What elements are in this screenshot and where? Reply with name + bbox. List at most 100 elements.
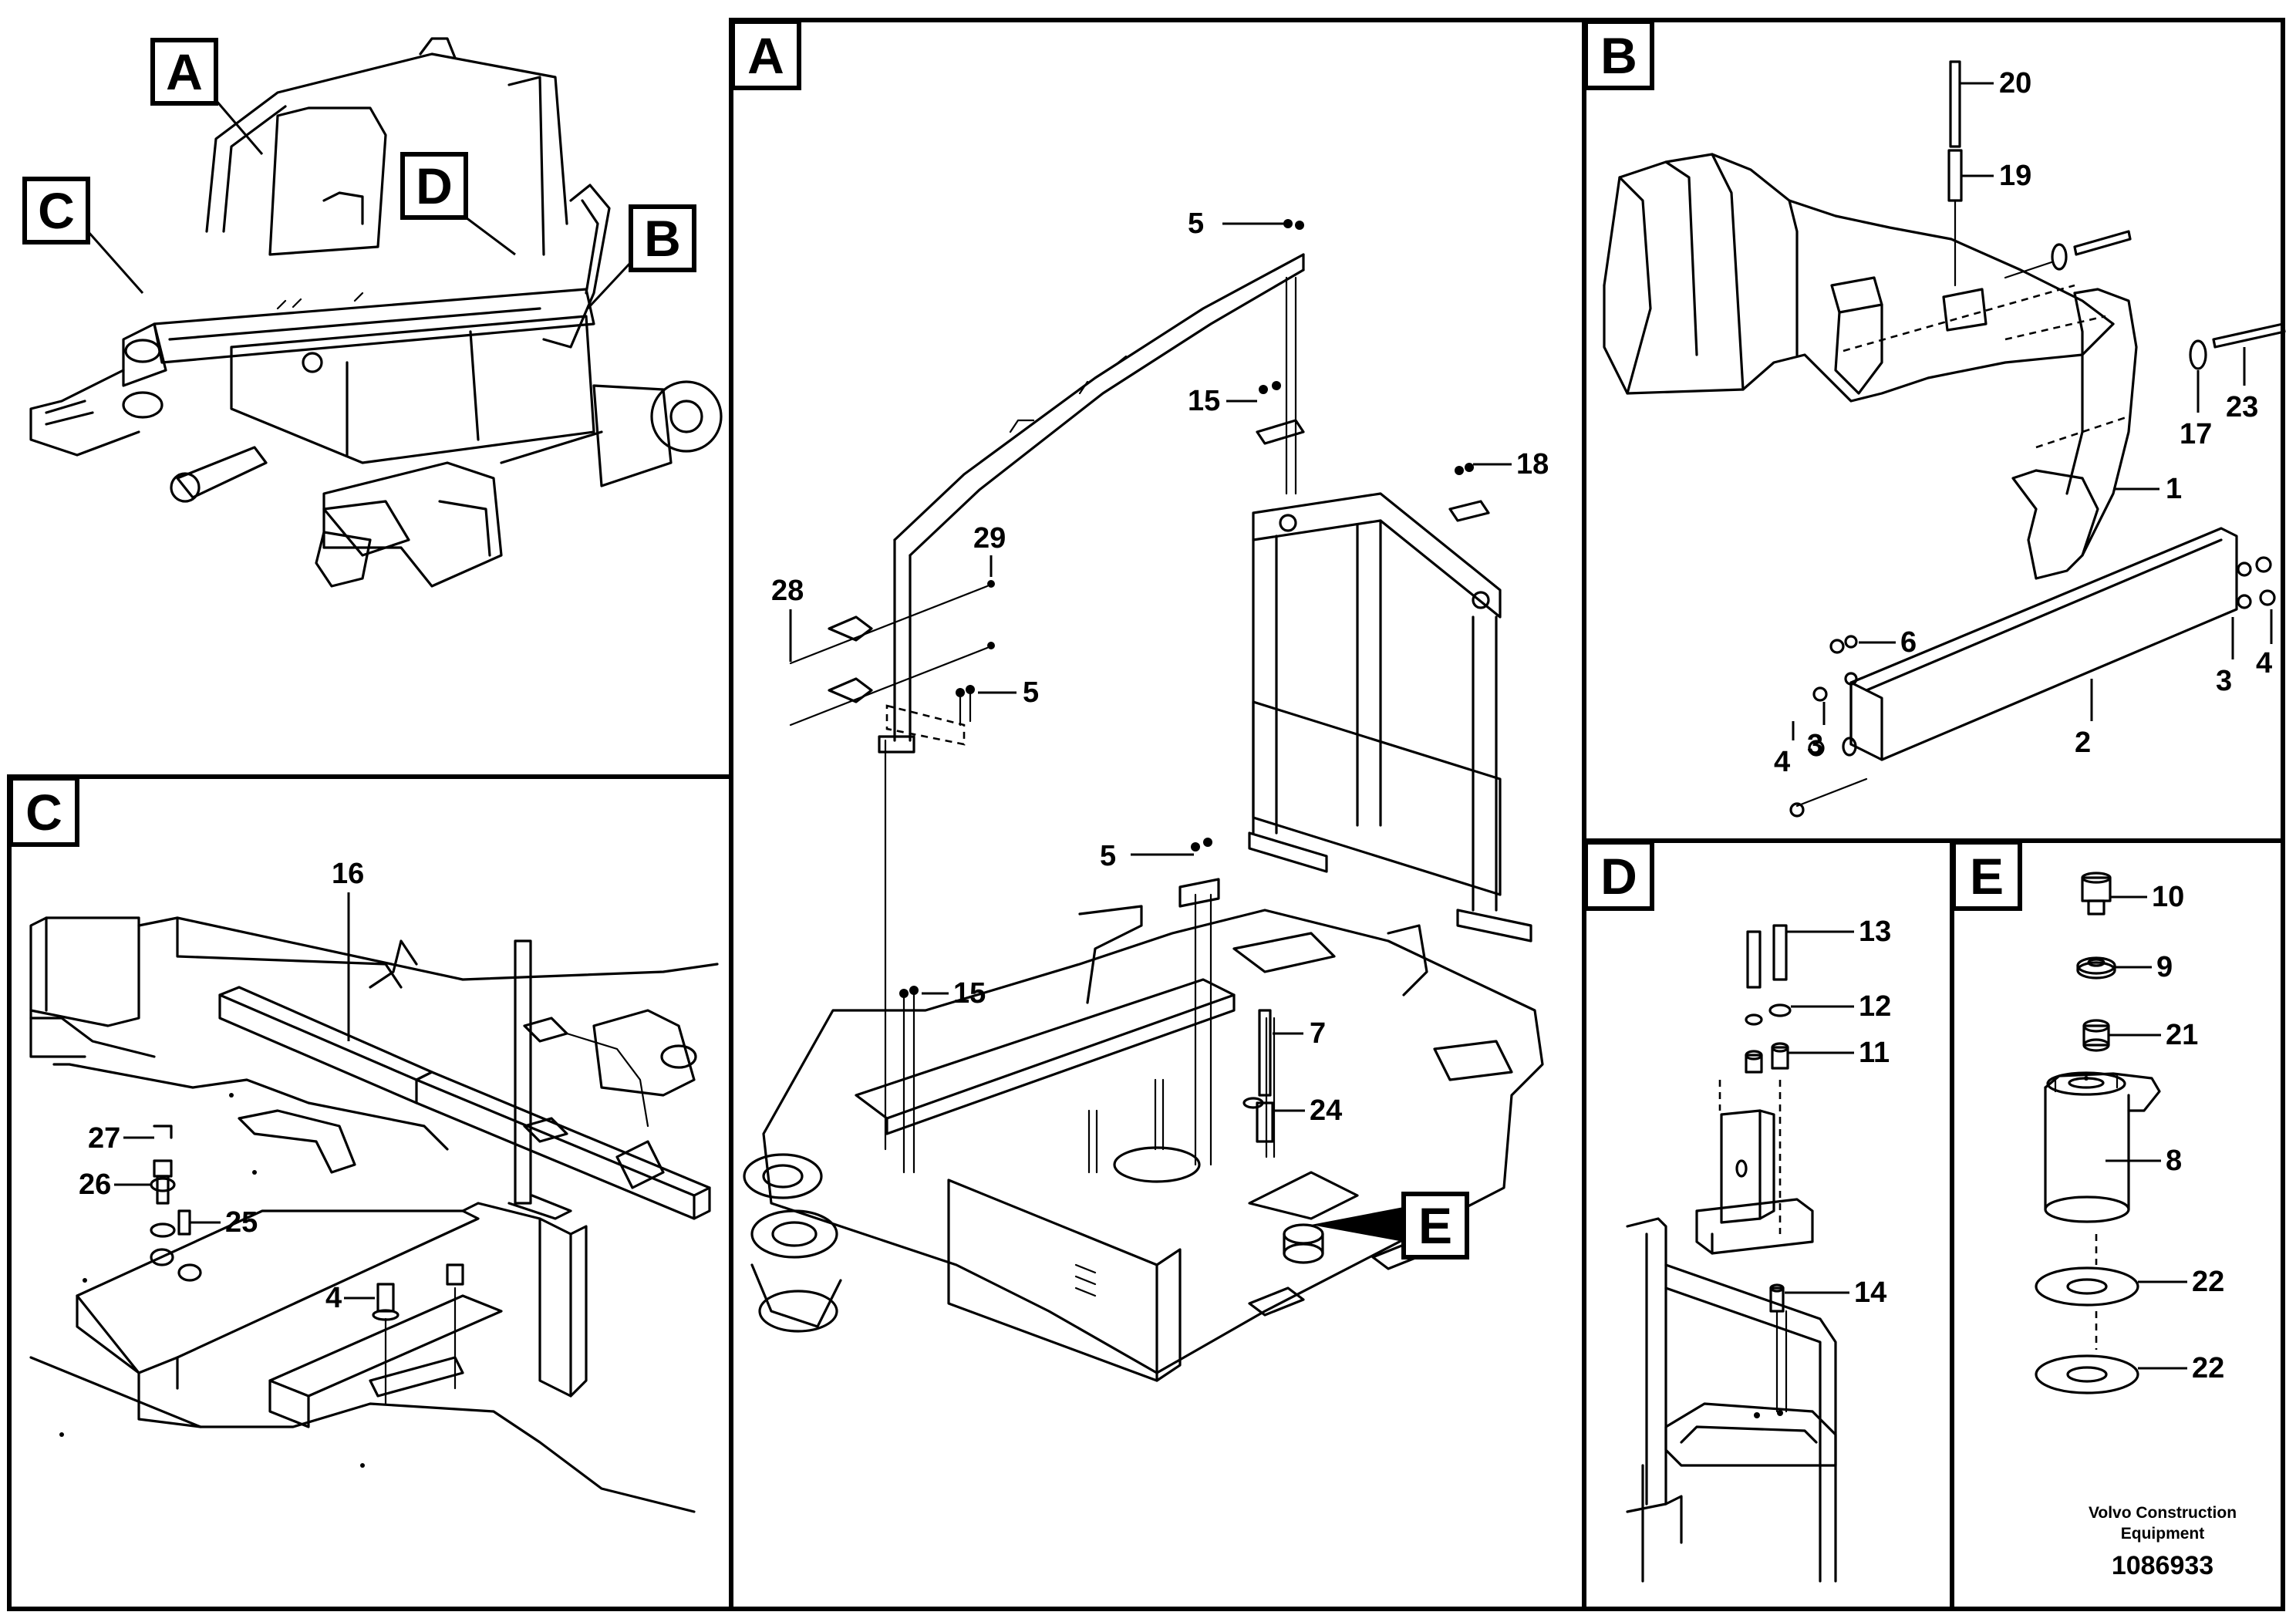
callout-e-8: 8 bbox=[2106, 1145, 2182, 1177]
svg-text:A: A bbox=[747, 27, 784, 84]
svg-text:23: 23 bbox=[2226, 391, 2258, 423]
callout-d-14: 14 bbox=[1785, 1276, 1886, 1309]
panel-b-frame bbox=[1582, 18, 2285, 843]
callout-a-5-low: 5 bbox=[1100, 838, 1220, 908]
callout-b-1: 1 bbox=[2113, 473, 2182, 505]
panel-d-drawing bbox=[1626, 924, 1837, 1583]
callout-b-19: 19 bbox=[1961, 160, 2031, 192]
credit-line-2: Equipment bbox=[2121, 1525, 2205, 1543]
svg-text:12: 12 bbox=[1859, 990, 1891, 1023]
panel-c-drawing bbox=[29, 916, 719, 1513]
callout-b-6: 6 bbox=[1829, 626, 1917, 659]
callout-b-17: 17 bbox=[2180, 370, 2212, 450]
svg-text:6: 6 bbox=[1900, 626, 1917, 659]
callout-d-12: 12 bbox=[1791, 990, 1891, 1023]
svg-text:19: 19 bbox=[1999, 160, 2031, 192]
panel-a-tag: A bbox=[730, 19, 801, 90]
callout-c-16: 16 bbox=[332, 858, 364, 1041]
panel-b-tag: B bbox=[1583, 19, 1654, 90]
svg-text:15: 15 bbox=[1188, 385, 1220, 417]
svg-text:4: 4 bbox=[325, 1282, 342, 1314]
callout-e-22-bottom: 22 bbox=[2138, 1352, 2224, 1384]
svg-text:1: 1 bbox=[2166, 473, 2182, 505]
svg-text:B: B bbox=[644, 210, 681, 267]
callout-b-20: 20 bbox=[1960, 67, 2031, 99]
svg-text:D: D bbox=[416, 157, 453, 214]
callout-c-4: 4 bbox=[325, 1282, 375, 1314]
credit-line-1: Volvo Construction bbox=[2089, 1504, 2237, 1522]
svg-text:9: 9 bbox=[2156, 951, 2173, 983]
panel-e-drawing bbox=[2035, 872, 2161, 1394]
panel-a-drawing bbox=[743, 253, 1544, 1382]
svg-text:C: C bbox=[38, 182, 75, 239]
overview-drawing bbox=[29, 37, 723, 588]
svg-text:22: 22 bbox=[2192, 1352, 2224, 1384]
svg-text:2: 2 bbox=[2075, 727, 2091, 759]
callout-a-15-top: 15 bbox=[1188, 381, 1281, 417]
callout-d-13: 13 bbox=[1786, 916, 1891, 948]
svg-text:27: 27 bbox=[88, 1122, 120, 1155]
svg-text:15: 15 bbox=[953, 977, 986, 1010]
callout-a-e-tag: E bbox=[1311, 1192, 1469, 1259]
callout-e-10: 10 bbox=[2110, 881, 2184, 913]
svg-text:C: C bbox=[25, 784, 62, 841]
callout-e-9: 9 bbox=[2115, 951, 2173, 983]
svg-text:18: 18 bbox=[1516, 448, 1549, 481]
svg-text:4: 4 bbox=[1774, 746, 1790, 778]
callout-a-24: 24 bbox=[1273, 1094, 1342, 1127]
callout-a-18: 18 bbox=[1455, 448, 1549, 481]
svg-text:4: 4 bbox=[2256, 647, 2272, 679]
svg-text:16: 16 bbox=[332, 858, 364, 890]
callout-a-29: 29 bbox=[973, 522, 1006, 577]
panel-d-frame bbox=[1582, 838, 1954, 1611]
panel-d-tag: D bbox=[1583, 840, 1654, 911]
callout-a-5-mid: 5 bbox=[956, 676, 1039, 727]
svg-text:20: 20 bbox=[1999, 67, 2031, 99]
callout-a-5-top: 5 bbox=[1188, 207, 1304, 240]
svg-text:24: 24 bbox=[1310, 1094, 1342, 1127]
callout-c-25: 25 bbox=[190, 1206, 258, 1239]
svg-text:3: 3 bbox=[2216, 665, 2232, 697]
svg-text:10: 10 bbox=[2152, 881, 2184, 913]
credit-block: Volvo Construction Equipment 1086933 bbox=[2089, 1504, 2237, 1580]
svg-text:13: 13 bbox=[1859, 916, 1891, 948]
callout-a-28: 28 bbox=[771, 575, 804, 662]
panel-e-tag: E bbox=[1951, 840, 2022, 911]
svg-text:5: 5 bbox=[1100, 840, 1116, 872]
svg-text:B: B bbox=[1600, 27, 1637, 84]
svg-text:11: 11 bbox=[1859, 1037, 1890, 1069]
svg-text:7: 7 bbox=[1310, 1017, 1326, 1050]
svg-text:5: 5 bbox=[1188, 207, 1204, 240]
callout-b-3-right: 3 bbox=[2216, 617, 2234, 697]
overview-tag-d: D bbox=[400, 152, 516, 256]
panel-b-drawing bbox=[1603, 60, 2286, 818]
svg-text:8: 8 bbox=[2166, 1145, 2182, 1177]
overview-tag-a: A bbox=[150, 38, 264, 155]
svg-text:29: 29 bbox=[973, 522, 1006, 555]
svg-text:28: 28 bbox=[771, 575, 804, 607]
svg-text:E: E bbox=[1970, 848, 2004, 905]
callout-d-11: 11 bbox=[1788, 1037, 1890, 1069]
panel-c-frame bbox=[7, 774, 733, 1611]
svg-text:D: D bbox=[1600, 848, 1637, 905]
callout-b-2: 2 bbox=[2075, 679, 2093, 759]
svg-text:26: 26 bbox=[79, 1168, 111, 1201]
overview-tag-b: B bbox=[586, 204, 696, 310]
panel-e-frame bbox=[1950, 838, 2285, 1611]
callout-b-23: 23 bbox=[2226, 347, 2258, 423]
svg-text:E: E bbox=[1418, 1197, 1452, 1254]
callout-a-7: 7 bbox=[1273, 1017, 1326, 1050]
callout-e-22-top: 22 bbox=[2138, 1266, 2224, 1298]
callout-b-4-left: 4 bbox=[1774, 721, 1795, 778]
overview-tag-c: C bbox=[22, 177, 144, 294]
svg-text:21: 21 bbox=[2166, 1019, 2198, 1051]
callout-c-26: 26 bbox=[79, 1168, 176, 1201]
svg-text:25: 25 bbox=[225, 1206, 258, 1239]
svg-text:14: 14 bbox=[1854, 1276, 1886, 1309]
callout-e-21: 21 bbox=[2109, 1019, 2198, 1051]
callout-a-15-low: 15 bbox=[899, 977, 986, 1174]
svg-text:17: 17 bbox=[2180, 418, 2212, 450]
callout-b-3-left: 3 bbox=[1807, 702, 1826, 761]
callout-b-4-right: 4 bbox=[2256, 609, 2273, 679]
